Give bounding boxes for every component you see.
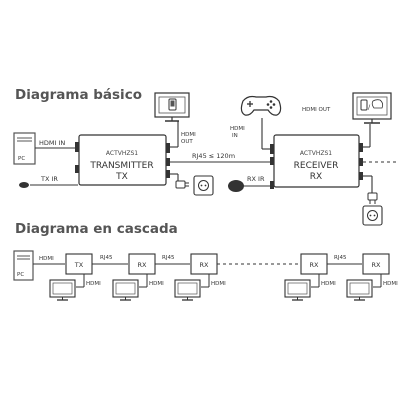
tx-model: ACTVHZS1 <box>106 150 138 157</box>
monitor-icon <box>49 279 76 301</box>
cascade-rx-label-4: RX <box>372 261 382 269</box>
tx-hdmi-out-label-1: HDMI <box>181 132 196 138</box>
cascade-rx-unit-1: RX <box>128 253 156 275</box>
cascade-rx1-hdmi-label: HDMI <box>149 281 164 287</box>
ir-emitter-icon <box>19 182 29 188</box>
cascade-rx2-hdmi-label: HDMI <box>211 281 226 287</box>
pc-icon: PC <box>13 250 34 281</box>
rx-hdmi-in-label-1: HDMI <box>230 126 245 132</box>
power-outlet-icon <box>362 205 383 226</box>
cascade-rx-label-3: RX <box>310 261 320 269</box>
monitor-icon: / <box>352 92 392 124</box>
cascade-rx-label-2: RX <box>200 261 210 269</box>
cascade-tx-label: TX <box>74 261 84 269</box>
basic-diagram-title: Diagrama básico <box>15 87 142 103</box>
tx-hdmi-out-label-2: OUT <box>181 139 193 145</box>
rx-model: ACTVHZS1 <box>300 150 332 157</box>
tx-name: TRANSMITTER <box>89 161 153 171</box>
cascade-rj45-label-2: RJ45 <box>162 255 175 261</box>
hdmi-in-label: HDMI IN <box>39 139 65 147</box>
transmitter-unit: ACTVHZS1 TRANSMITTER TX <box>75 134 170 186</box>
pc-icon: PC <box>13 132 36 165</box>
cascade-diagram-title: Diagrama en cascada <box>15 221 178 237</box>
monitor-icon <box>174 279 201 301</box>
monitor-icon <box>154 92 190 122</box>
cascade-rj45-label-3: RJ45 <box>334 255 347 261</box>
tx-short: TX <box>115 172 128 182</box>
cascade-rx-unit-2: RX <box>190 253 218 275</box>
monitor-icon <box>112 279 139 301</box>
rx-hdmi-out-label: HDMI OUT <box>302 107 331 113</box>
rj45-distance-label: RJ45 ≤ 120m <box>192 152 235 160</box>
cascade-hdmi-label: HDMI <box>39 256 54 262</box>
rx-name: RECEIVER <box>294 161 339 171</box>
ir-receiver-icon <box>228 180 244 192</box>
pc-label: PC <box>17 272 24 278</box>
cascade-rx3-hdmi-label: HDMI <box>321 281 336 287</box>
cascade-tx-hdmi-label: HDMI <box>86 281 101 287</box>
pc-label: PC <box>18 156 25 162</box>
power-plug-icon <box>367 192 378 204</box>
cascade-rx-label-1: RX <box>138 261 148 269</box>
power-plug-icon <box>175 180 189 189</box>
cascade-rj45-label-1: RJ45 <box>100 255 113 261</box>
rx-ir-label: RX IR <box>247 175 265 183</box>
cascade-rx-unit-4: RX <box>362 253 390 275</box>
power-outlet-icon <box>193 175 214 196</box>
cascade-rx4-hdmi-label: HDMI <box>383 281 398 287</box>
tx-ir-label: TX IR <box>40 175 58 183</box>
monitor-icon <box>284 279 311 301</box>
rx-hdmi-in-label-2: IN <box>232 133 238 139</box>
cascade-tx-unit: TX <box>65 253 93 275</box>
rx-short: RX <box>310 172 322 182</box>
gamepad-icon <box>240 95 282 116</box>
screen-slash: / <box>368 103 371 111</box>
receiver-unit: ACTVHZS1 RECEIVER RX <box>270 134 363 189</box>
cascade-rx-unit-3: RX <box>300 253 328 275</box>
monitor-icon <box>346 279 373 301</box>
